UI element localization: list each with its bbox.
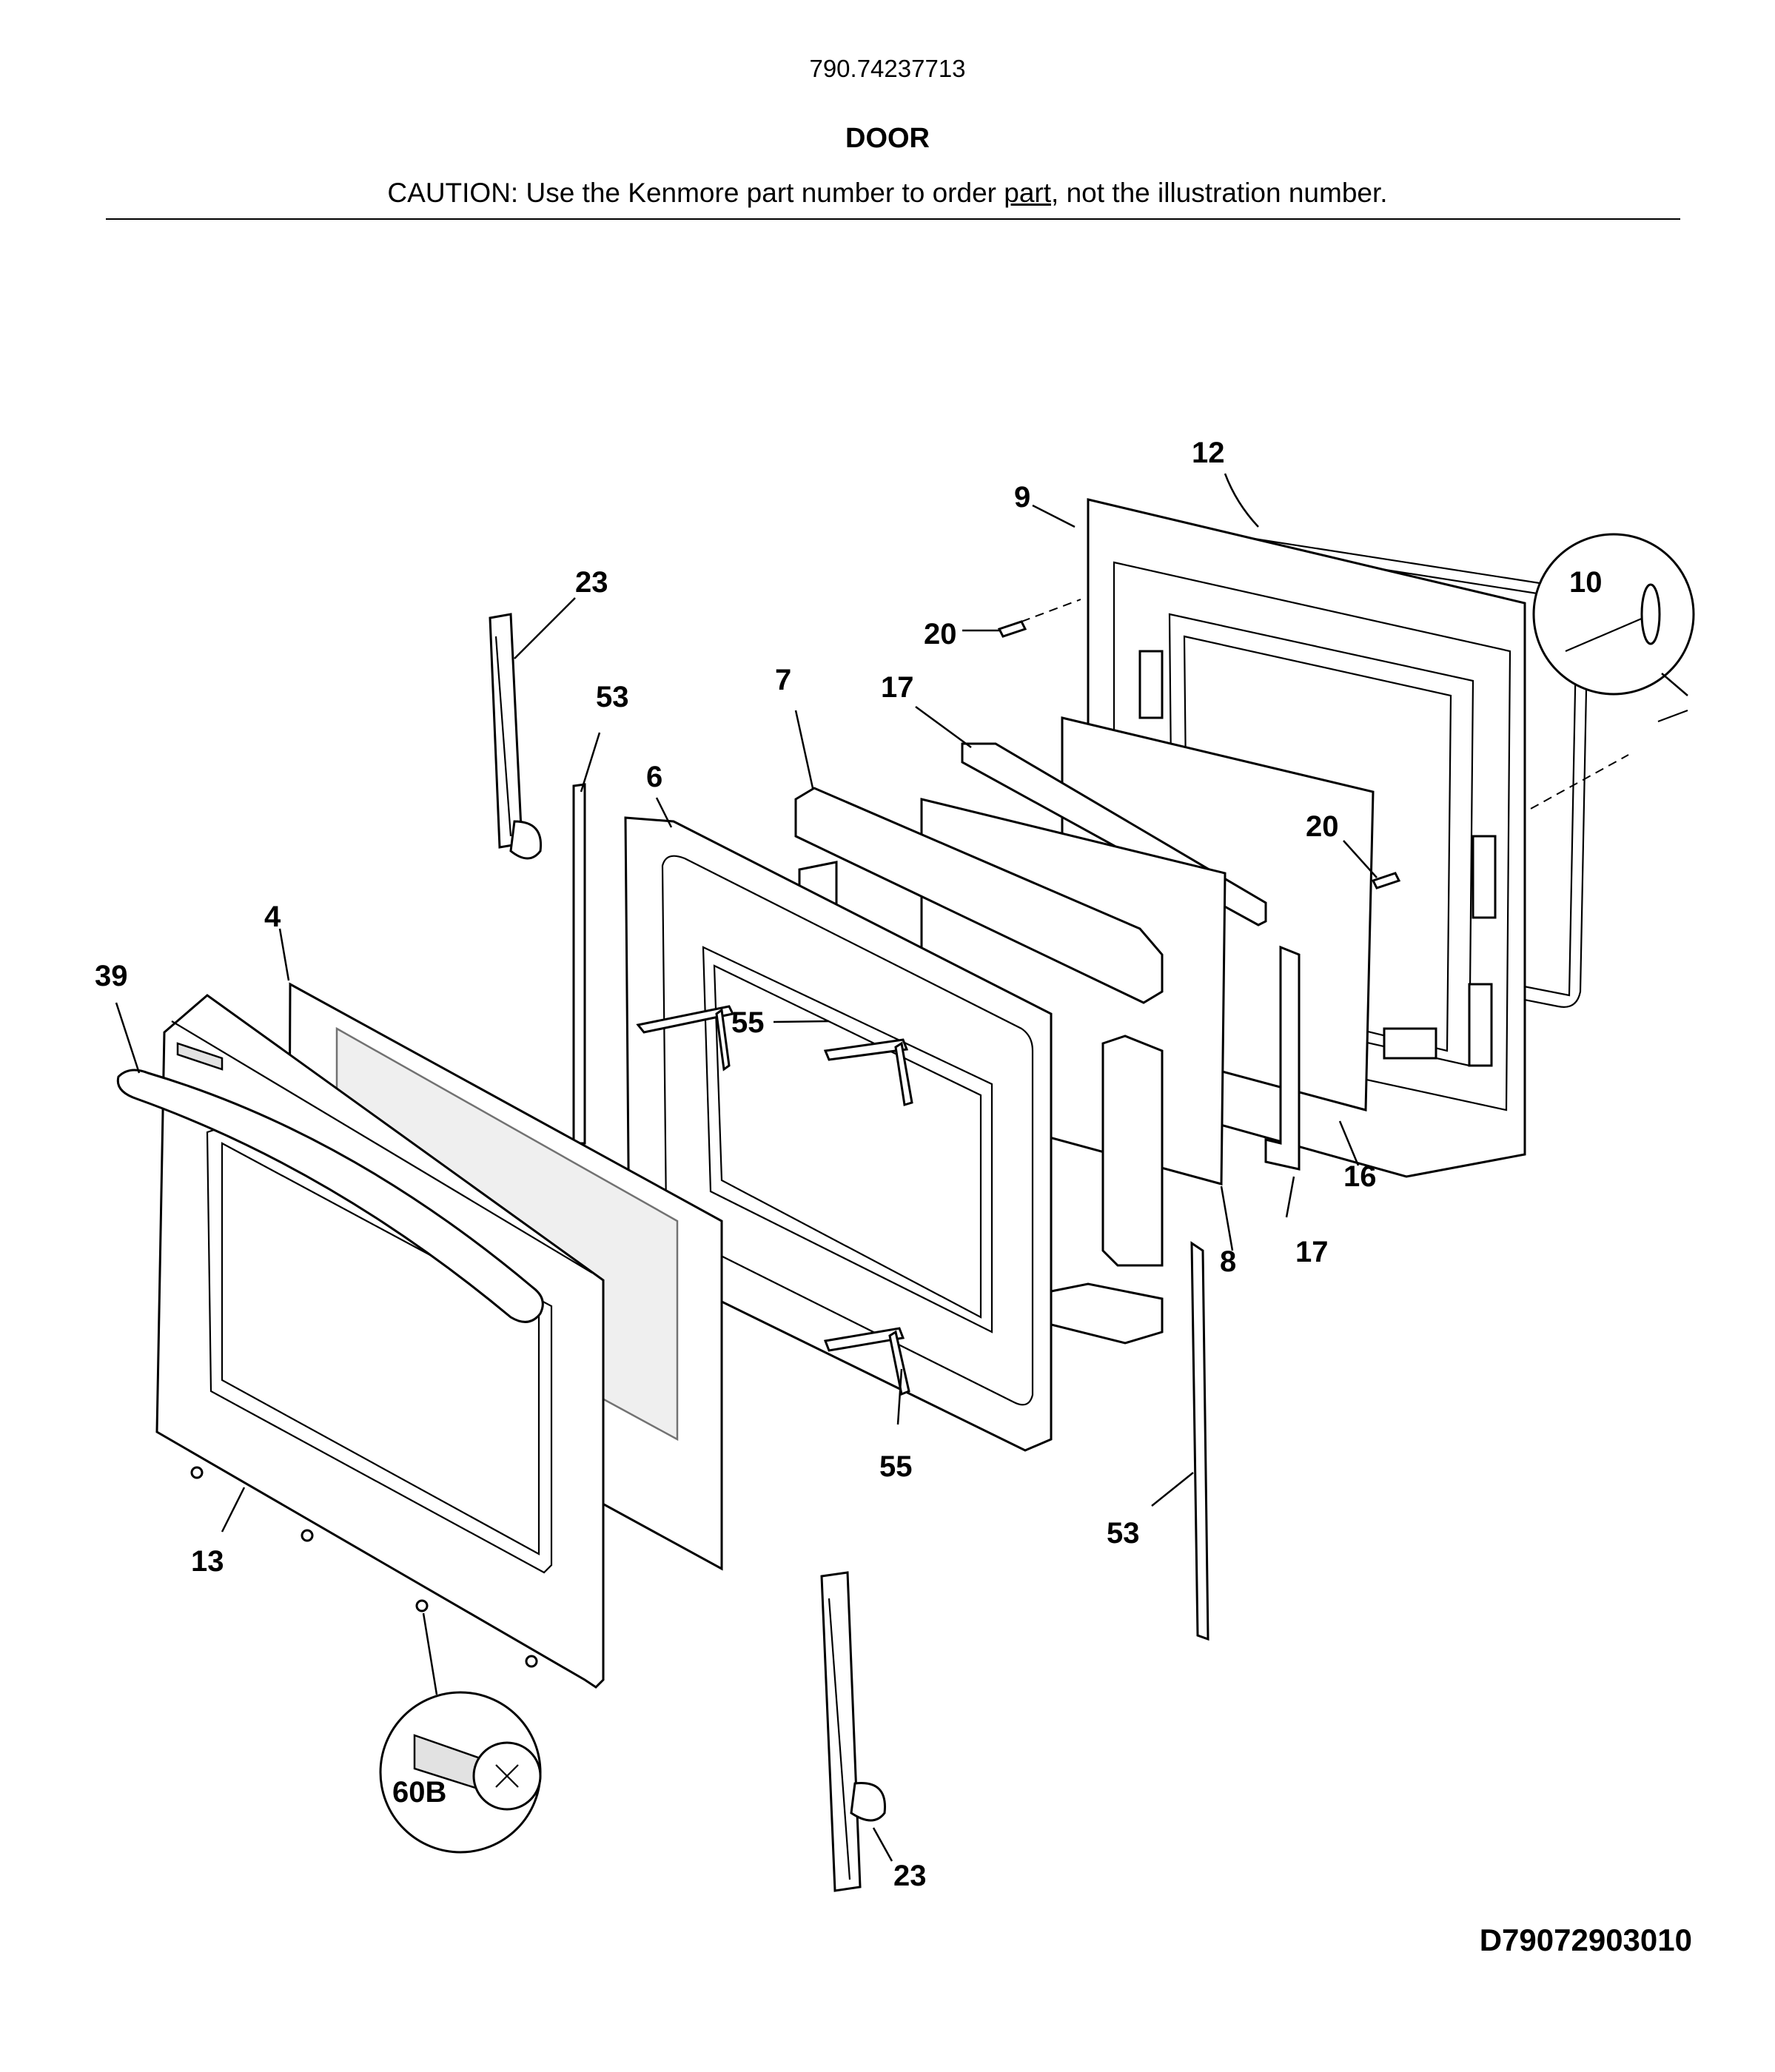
callout-16: 16 — [1343, 1160, 1377, 1193]
side-trim-right — [1190, 1241, 1209, 1641]
door-screws — [190, 1466, 538, 1668]
callout-55-upper: 55 — [731, 1006, 765, 1039]
callout-23-lower: 23 — [893, 1860, 927, 1892]
panel-clip — [1138, 650, 1164, 719]
callout-8: 8 — [1220, 1245, 1236, 1278]
panel-clip — [1472, 835, 1497, 919]
callout-9: 9 — [1014, 481, 1030, 514]
callout-39: 39 — [95, 960, 128, 992]
caution-underlined-word: part — [1004, 178, 1052, 208]
callout-20-lower: 20 — [1306, 810, 1339, 843]
callout-6: 6 — [646, 761, 662, 793]
screw-detail-10 — [1532, 533, 1695, 723]
caution-text-end: , not the illustration number. — [1051, 178, 1388, 208]
callout-12: 12 — [1192, 437, 1225, 469]
callout-13: 13 — [191, 1545, 224, 1578]
side-trim-left — [572, 783, 586, 1145]
door-hinge-lower — [820, 1571, 886, 1892]
callout-10: 10 — [1569, 566, 1603, 599]
section-title: DOOR — [845, 123, 930, 154]
header-divider — [106, 218, 1680, 220]
callout-55-lower: 55 — [879, 1450, 913, 1483]
callout-20-upper: 20 — [924, 618, 957, 650]
door-handle — [116, 1069, 544, 1323]
caution-text: CAUTION: Use the Kenmore part number to … — [387, 178, 1004, 208]
callout-17-upper: 17 — [881, 671, 914, 704]
panel-clip — [1468, 983, 1493, 1067]
callout-7: 7 — [775, 664, 791, 696]
door-bracket-55 — [636, 1005, 913, 1396]
callout-60b: 60B — [392, 1776, 446, 1809]
clip-20-upper — [997, 620, 1027, 638]
leader-lines — [115, 473, 1378, 1862]
door-hinge-upper — [489, 613, 543, 860]
model-number: 790.74237713 — [809, 55, 966, 82]
callout-4: 4 — [264, 901, 281, 933]
callout-23-upper: 23 — [575, 566, 608, 599]
callout-17-lower: 17 — [1295, 1236, 1329, 1268]
callout-53-lower: 53 — [1107, 1517, 1140, 1550]
panel-clip — [1383, 1027, 1437, 1060]
callout-53-upper: 53 — [596, 681, 629, 713]
screw-detail-60b — [379, 1691, 542, 1854]
axis-line-upper — [1021, 599, 1081, 622]
drawing-id: D79072903010 — [1479, 1923, 1692, 1957]
caution-note: CAUTION: Use the Kenmore part number to … — [0, 178, 1775, 209]
callout-labels: 9 12 10 20 20 23 53 7 17 6 4 39 55 55 16… — [95, 437, 1603, 1892]
clip-20-lower — [1371, 872, 1401, 889]
